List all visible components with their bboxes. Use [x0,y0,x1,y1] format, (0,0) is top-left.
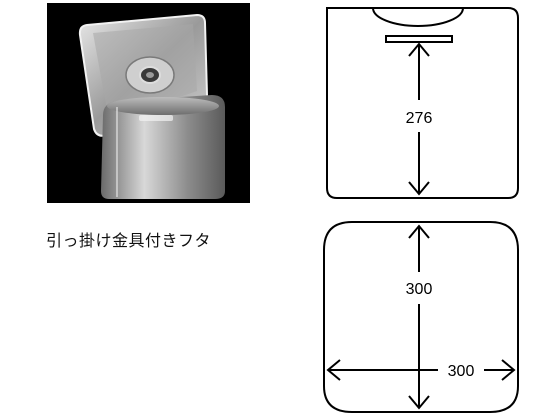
side-view-outline [326,7,519,199]
product-caption: 引っ掛け金具付きフタ [46,231,212,250]
side-view-handle-arc [372,7,464,27]
top-view: 300 300 [323,221,519,413]
dimension-diagram: 276 300 300 [323,7,519,413]
depth-arrow-up [408,224,430,239]
width-arrow-left [326,359,341,381]
top-view-outline [323,221,519,413]
depth-arrow-down [408,395,430,410]
width-dimension-label: 300 [448,363,475,380]
product-photo [47,3,250,203]
height-dimension-label: 276 [406,110,433,127]
side-view: 276 [326,7,519,199]
side-view-hook-bar [385,35,453,43]
depth-dimension-label: 300 [406,281,433,298]
height-arrow-down [408,181,430,196]
height-arrow-up [408,42,430,57]
product-photo-illustration [78,13,225,199]
width-arrow-right [501,359,516,381]
